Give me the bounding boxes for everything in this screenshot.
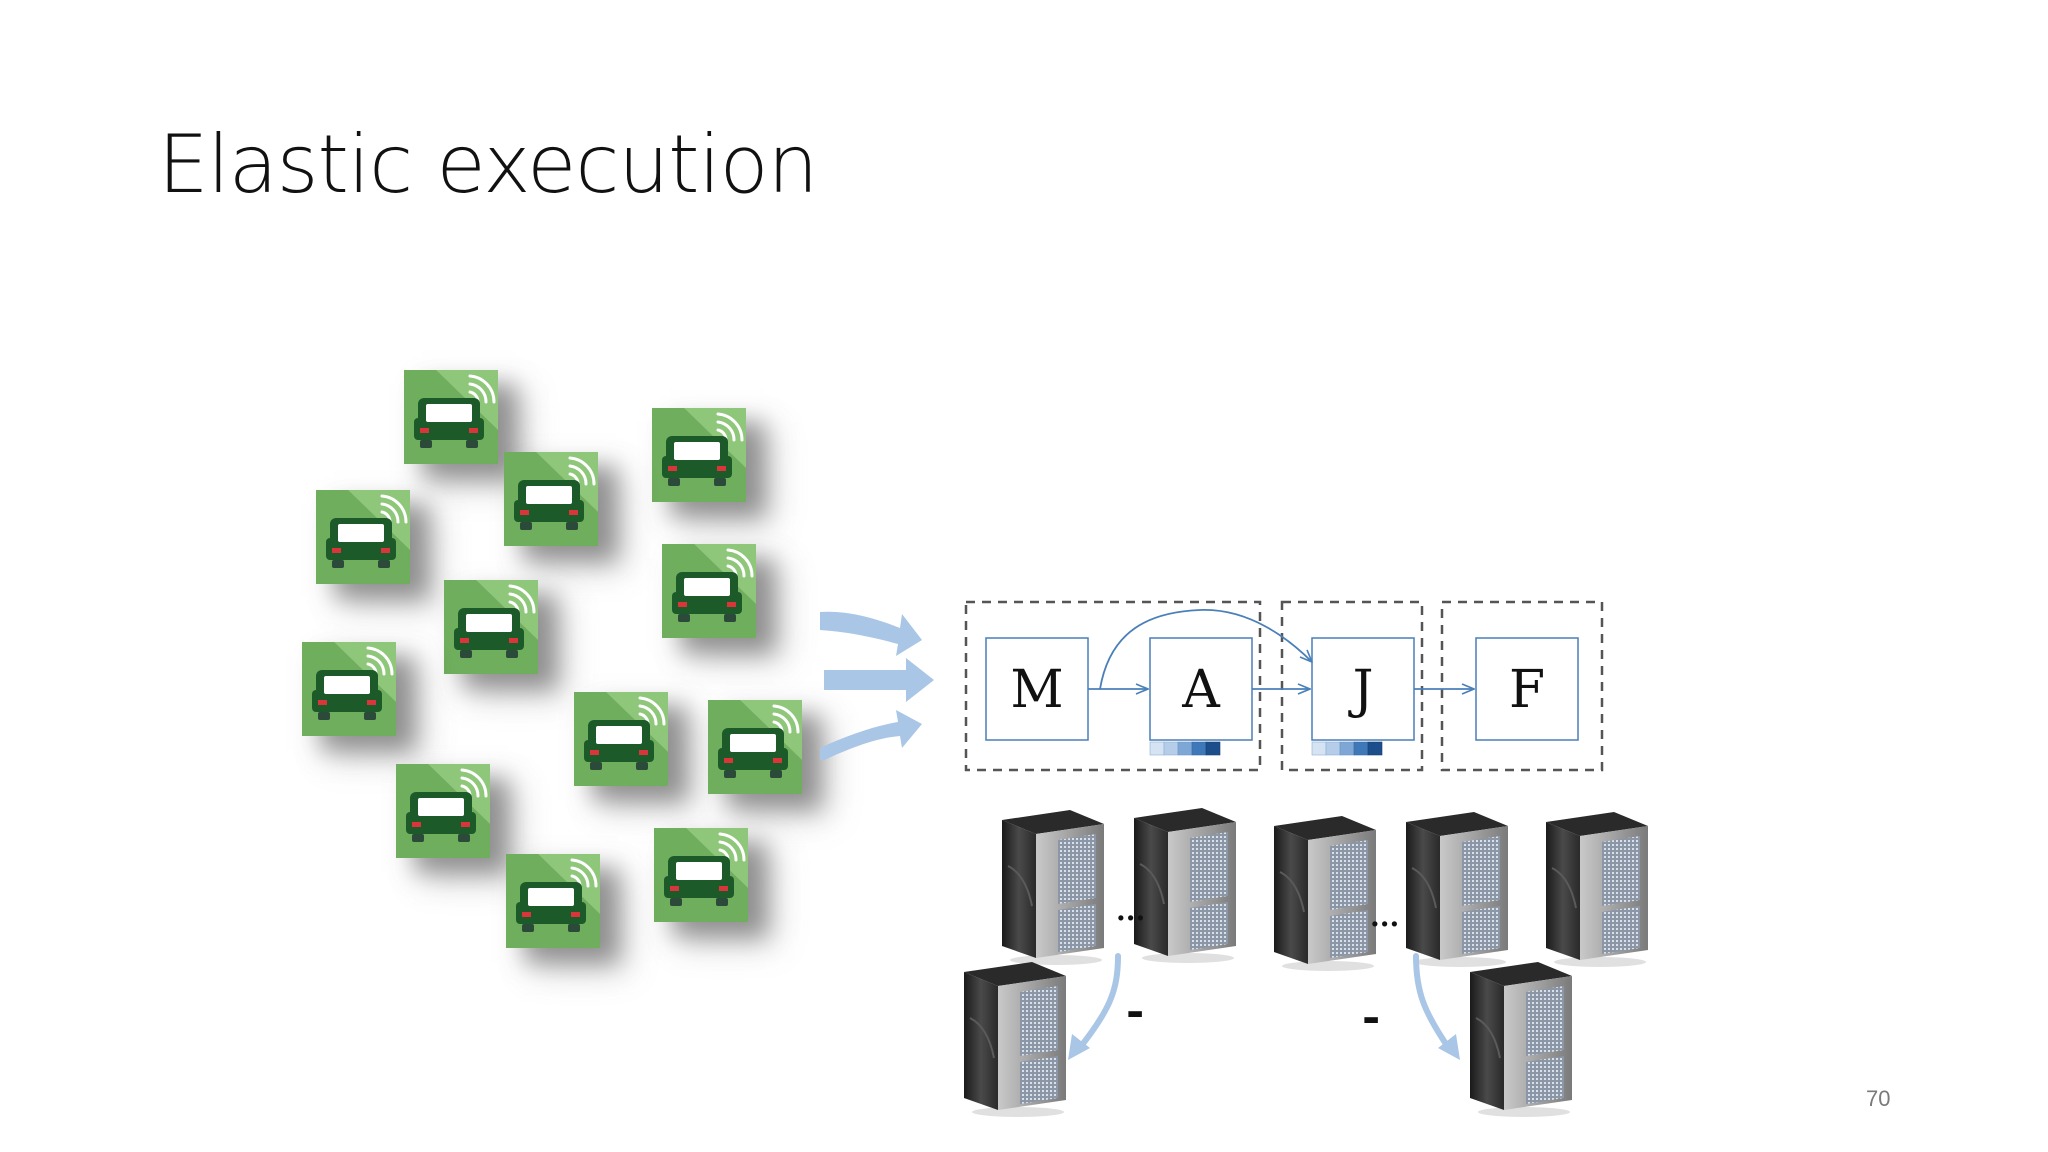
connected-car-icon: [404, 370, 498, 464]
flow-arrow-middle: [824, 658, 934, 702]
stage-label-m: M: [1010, 660, 1063, 720]
server-tower-icon: [1128, 804, 1240, 964]
connected-car-icon: [504, 452, 598, 546]
queue-indicator-j: [1311, 741, 1383, 756]
server-tower-icon: [1464, 958, 1576, 1118]
connected-car-icon: [302, 642, 396, 736]
server-tower-icon: [996, 806, 1108, 966]
queue-indicator-a: [1149, 741, 1221, 756]
minus-left: -: [1126, 986, 1144, 1037]
minus-right: -: [1362, 992, 1380, 1043]
scale-in-arrowhead-left: [1068, 1034, 1090, 1060]
connected-car-icon: [574, 692, 668, 786]
group-box-j: [1280, 600, 1424, 772]
scaling-annotations: ... ... - -: [1068, 894, 1460, 1060]
flow-arrows: [820, 611, 934, 760]
stage-label-f: F: [1509, 660, 1545, 720]
flow-arrow-top: [820, 611, 922, 656]
scale-in-arrow-right: [1413, 953, 1453, 1053]
connected-car-icon: [396, 764, 490, 858]
connected-car-icon: [708, 700, 802, 794]
server-tower-icon: [1400, 808, 1512, 968]
stage-label-a: A: [1181, 660, 1221, 720]
ellipsis-right: ...: [1370, 900, 1399, 933]
flow-arrow-bottom: [820, 710, 922, 760]
connected-car-icon: [506, 854, 600, 948]
server-tower-icon: [1540, 808, 1652, 968]
server-tower-icon: [958, 958, 1070, 1118]
scale-in-arrowhead-right: [1438, 1034, 1460, 1060]
stage-box-m: [985, 637, 1089, 741]
stage-label-j: J: [1348, 660, 1374, 720]
server-tower-icon: [1268, 812, 1380, 972]
stage-box-f: [1475, 637, 1579, 741]
group-box-f: [1440, 600, 1604, 772]
connected-car-icon: [444, 580, 538, 674]
slide-title: Elastic execution: [158, 118, 818, 211]
group-box-ma: [964, 600, 1262, 772]
page-number: 70: [1866, 1086, 1891, 1111]
pipeline-diagram: M A J F: [964, 600, 1604, 772]
stage-box-j: [1311, 637, 1415, 741]
ellipsis-left: ...: [1116, 894, 1145, 927]
stage-box-a: [1149, 637, 1253, 741]
edge-m-j-curved: [1099, 609, 1312, 690]
connected-car-icon: [662, 544, 756, 638]
scale-in-arrow-left: [1075, 953, 1121, 1053]
connected-car-icon: [654, 828, 748, 922]
connected-car-icon: [652, 408, 746, 502]
connected-car-icon: [316, 490, 410, 584]
